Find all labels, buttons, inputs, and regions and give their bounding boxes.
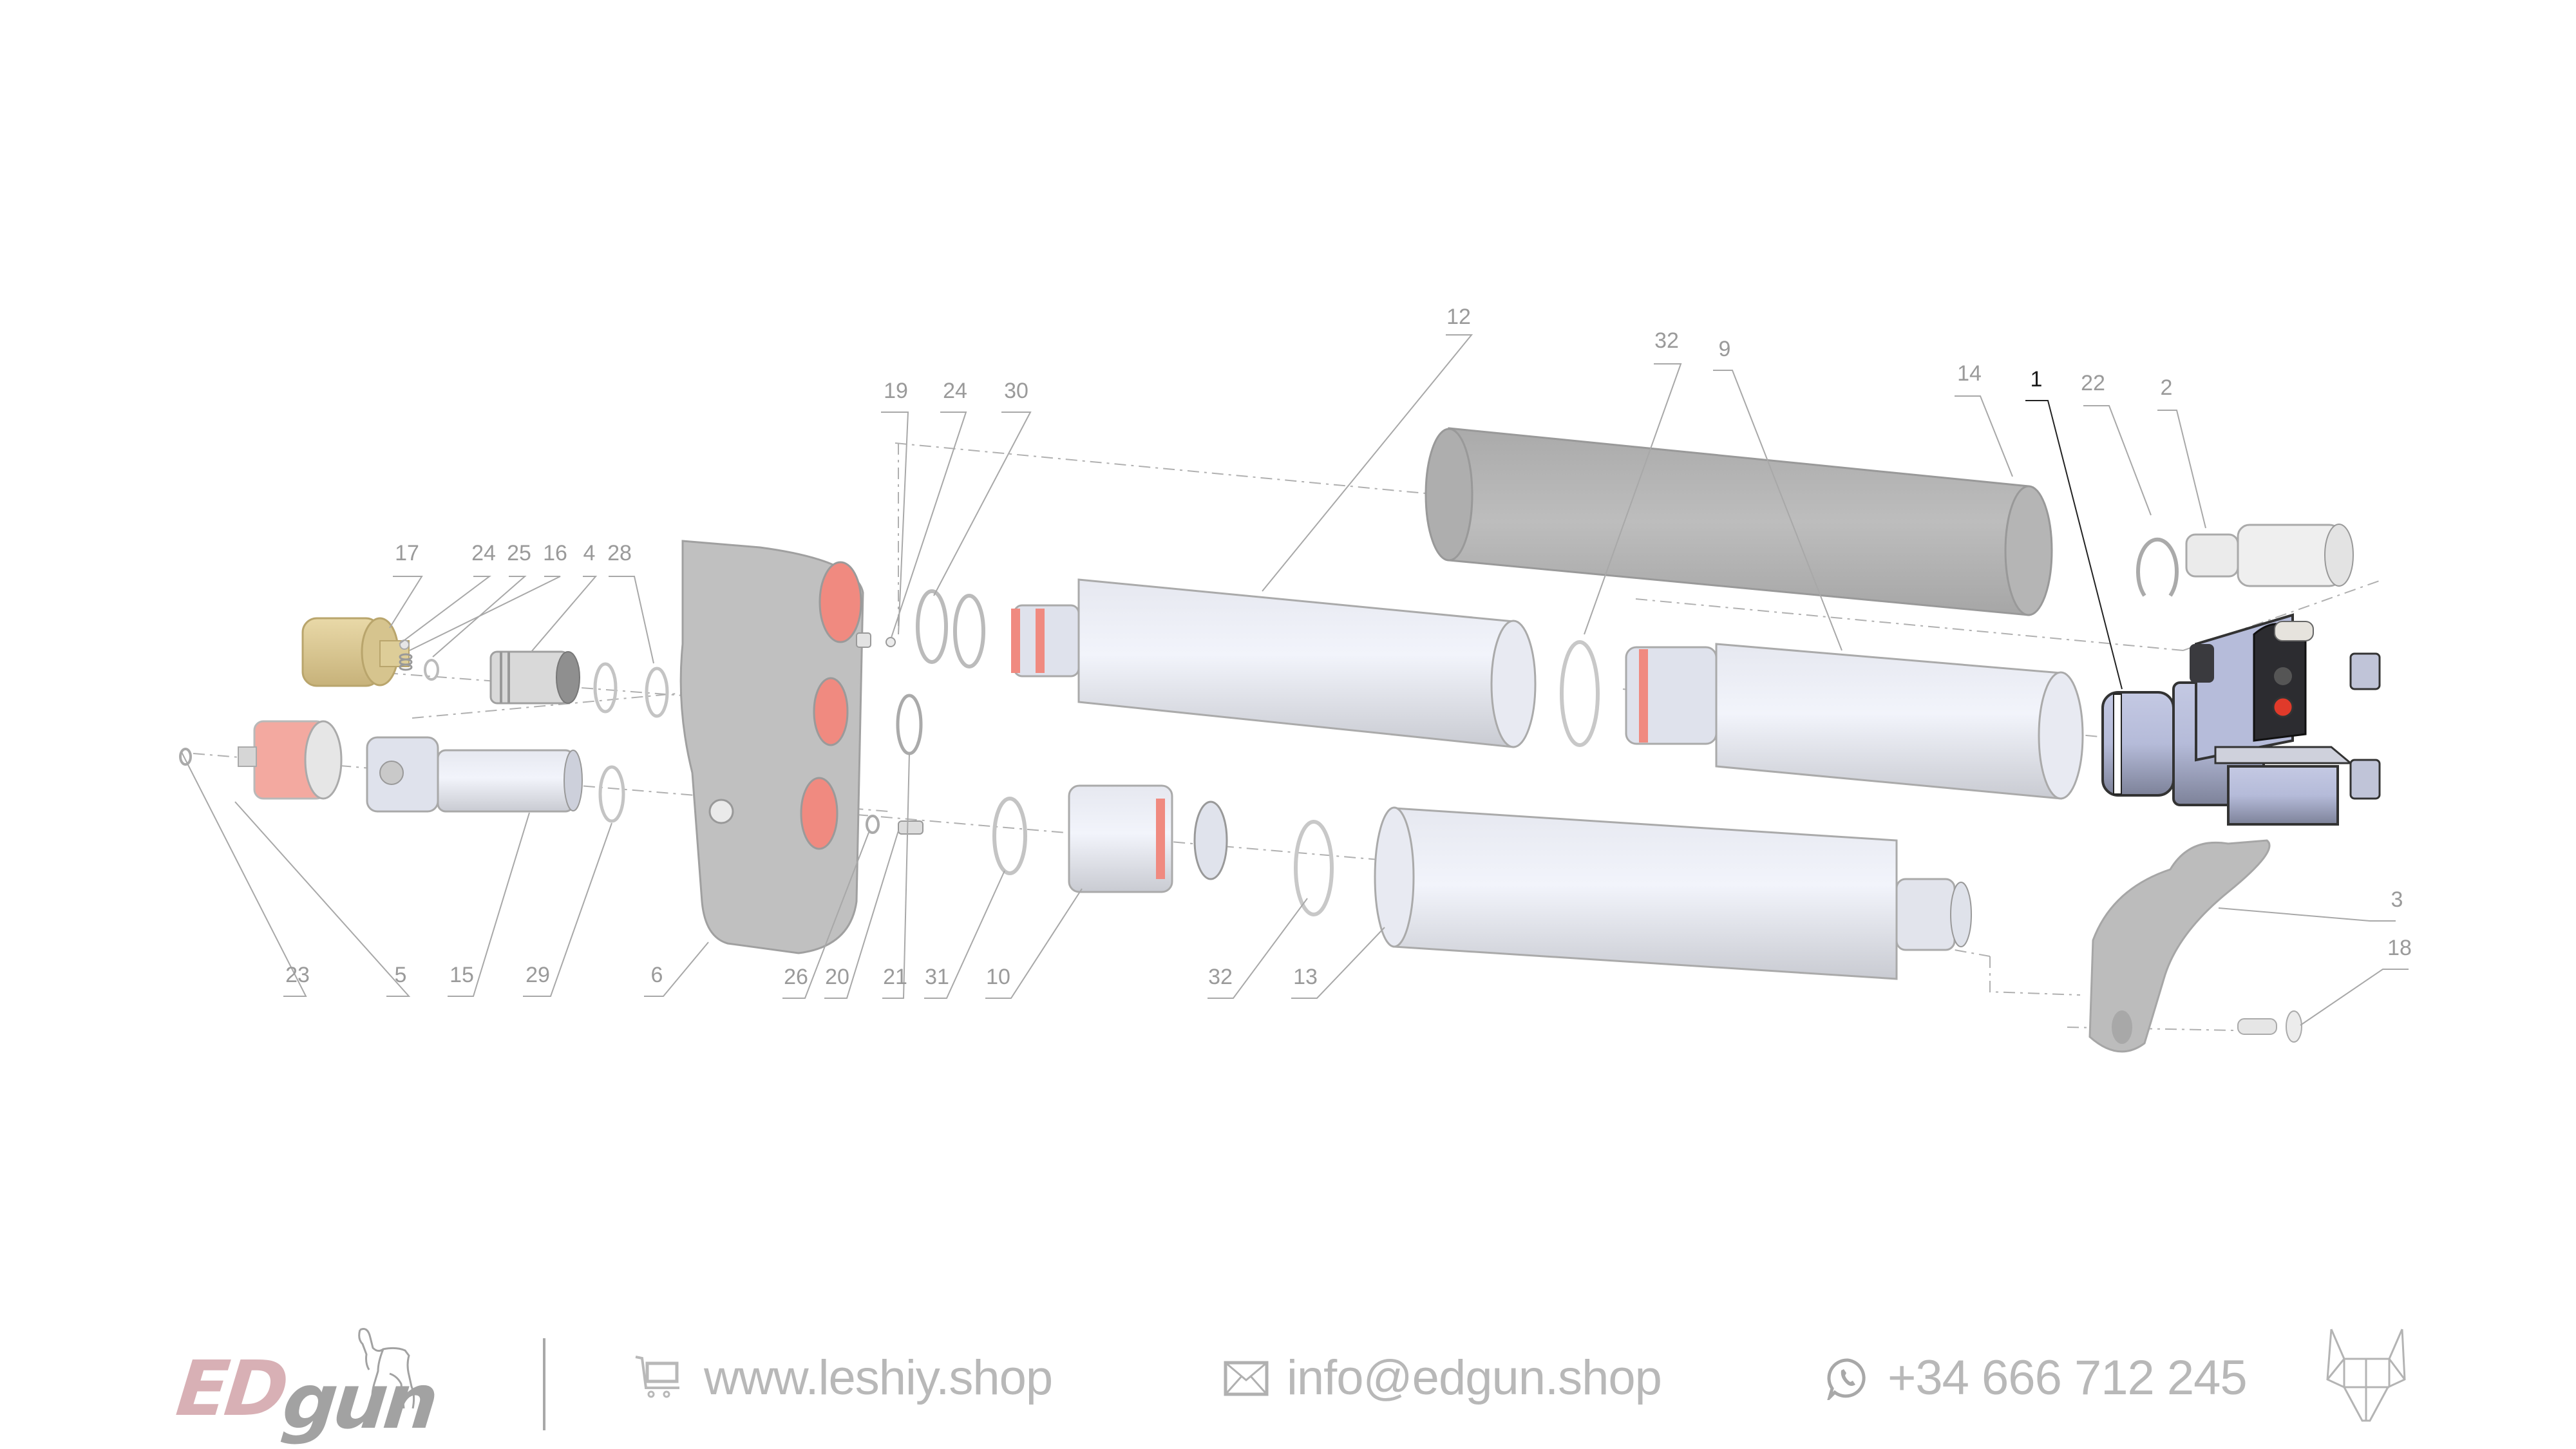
part-24-ball [399, 639, 410, 650]
callout-label-part-4: 4 [583, 541, 596, 565]
callout-label-part-24: 24 [471, 541, 496, 565]
part-5-end-cap [238, 720, 343, 800]
callout-label-part-32: 32 [1654, 328, 1679, 353]
part-10-fitting [1068, 784, 1228, 893]
phone-link[interactable]: +34 666 712 245 [1826, 1346, 2248, 1410]
callout-label-part-10: 10 [986, 965, 1010, 989]
o-rings-left [179, 662, 669, 823]
part-18-pin [2237, 1010, 2302, 1043]
callout-label-part-21: 21 [883, 965, 907, 989]
callout-label-part-3: 3 [2391, 887, 2403, 912]
part-2-piston [2185, 524, 2354, 587]
callout-label-part-28: 28 [607, 541, 632, 565]
part-25-washer [424, 659, 439, 681]
callout-label-part-2: 2 [2160, 375, 2173, 400]
callout-label-part-22: 22 [2081, 371, 2105, 395]
part-14-shroud [1425, 427, 2053, 616]
part-6-frame [679, 540, 864, 954]
callout-label-part-14: 14 [1957, 361, 1982, 386]
email-link[interactable]: info@edgun.shop [1224, 1346, 1662, 1410]
callout-label-part-5: 5 [394, 963, 407, 987]
callout-label-part-19: 19 [884, 379, 908, 403]
callout-label-part-18: 18 [2387, 936, 2412, 960]
part-15-bolt [366, 736, 583, 813]
callout-label-part-23: 23 [285, 963, 310, 987]
part-4-valve [489, 650, 580, 705]
website-text: www.leshiy.shop [704, 1350, 1053, 1405]
callout-label-part-24: 24 [943, 379, 967, 403]
part-13-tube [1374, 806, 1972, 980]
email-text: info@edgun.shop [1287, 1350, 1662, 1405]
brand-logo-ed: ED [172, 1344, 289, 1433]
callout-label-part-12: 12 [1446, 305, 1471, 329]
callout-label-part-32: 32 [1208, 965, 1233, 989]
whatsapp-icon [1827, 1358, 1866, 1400]
footer-divider [543, 1338, 545, 1430]
phone-text: +34 666 712 245 [1888, 1350, 2248, 1405]
part-3-lever [2088, 839, 2271, 1053]
callout-label-part-13: 13 [1293, 965, 1318, 989]
callout-label-part-1: 1 [2030, 367, 2043, 392]
callout-label-part-26: 26 [784, 965, 808, 989]
part-9-tube [1625, 643, 2084, 800]
leader-lines [181, 334, 2409, 1026]
leader-line-part-1 [2025, 400, 2123, 690]
part-17-brass-fitting [301, 617, 410, 687]
callout-label-part-29: 29 [526, 963, 550, 987]
callout-label-part-20: 20 [825, 965, 849, 989]
callout-label-part-15: 15 [450, 963, 474, 987]
part-12-tube [1011, 578, 1537, 748]
shopping-cart-icon [635, 1355, 679, 1397]
footer: ED gun www.leshiy.shop info@edgun.shop +… [0, 1307, 2576, 1446]
dog-silhouette-icon [358, 1328, 415, 1409]
callout-label-part-30: 30 [1004, 379, 1028, 403]
callout-label-part-31: 31 [925, 965, 949, 989]
part-22-circlip [2136, 537, 2179, 597]
callout-label-part-6: 6 [650, 963, 663, 987]
wolf-head-icon [2326, 1329, 2406, 1422]
callout-label-part-25: 25 [507, 541, 531, 565]
callout-label-part-9: 9 [1718, 337, 1731, 361]
envelope-icon [1224, 1361, 1269, 1396]
part-1-action-assembly [2101, 613, 2381, 826]
brand-logo[interactable]: ED gun [173, 1328, 439, 1446]
callout-label-part-16: 16 [543, 541, 567, 565]
callout-label-part-17: 17 [395, 541, 419, 565]
website-link[interactable]: www.leshiy.shop [634, 1346, 1053, 1410]
part-16-spring [399, 653, 413, 671]
